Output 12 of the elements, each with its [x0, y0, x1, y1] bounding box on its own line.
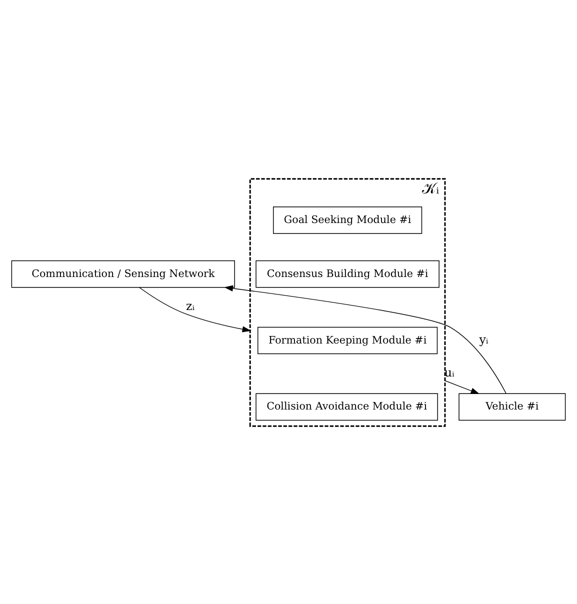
- arrow: [444, 380, 480, 394]
- node-box: Vehicle #i: [458, 392, 566, 420]
- node-box: Consensus Building Module #i: [256, 260, 440, 288]
- edge-label: zᵢ: [186, 298, 195, 313]
- node-box: Collision Avoidance Module #i: [256, 392, 438, 420]
- node-box: Formation Keeping Module #i: [258, 326, 438, 354]
- node-box: Communication / Sensing Network: [11, 260, 235, 288]
- node-box: Goal Seeking Module #i: [273, 206, 422, 234]
- arrow: [138, 286, 252, 332]
- edge-label: uᵢ: [444, 365, 454, 380]
- arrow: [224, 284, 506, 394]
- edge-label: yᵢ: [479, 332, 488, 346]
